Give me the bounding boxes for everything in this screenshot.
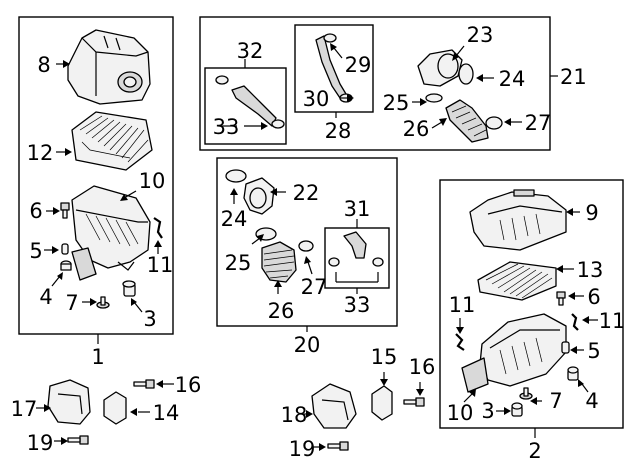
callout-6-right: 6: [587, 285, 600, 309]
callout-25-top: 25: [383, 91, 410, 115]
callout-7-right: 7: [549, 389, 562, 413]
group-label-28: 28: [325, 119, 352, 143]
air-filter-element-part: [71, 111, 153, 171]
clamp-part-27-top: [485, 116, 503, 130]
grommet-part-left: [61, 243, 69, 255]
clamp-part-24-mid: [225, 169, 247, 183]
bracket-part-17: [47, 379, 91, 425]
callout-16-mid: 16: [409, 355, 436, 379]
callout-19-mid: 19: [289, 437, 316, 461]
callout-10-right: 10: [447, 401, 474, 425]
air-cleaner-body-part: [71, 185, 151, 281]
bracket-part-15: [371, 385, 393, 421]
callout-16-left: 16: [175, 373, 202, 397]
callout-24-mid: 24: [221, 207, 248, 231]
bushing-part-right: [567, 366, 579, 381]
callout-19-left: 19: [27, 431, 54, 455]
air-filter-element-part-right: [477, 261, 557, 301]
clamp-part-24-top: [458, 63, 474, 85]
callout-24-top: 24: [499, 67, 526, 91]
callout-8: 8: [37, 53, 50, 77]
callout-7-left: 7: [65, 291, 78, 315]
callout-14: 14: [153, 401, 180, 425]
grommet-part-right: [561, 341, 570, 354]
bolt-part-16-mid: [403, 397, 425, 407]
callout-22: 22: [293, 181, 320, 205]
group-label-20: 20: [294, 333, 321, 357]
air-cleaner-cover-part: [67, 29, 151, 105]
callout-3-right: 3: [481, 399, 494, 423]
callout-4-left: 4: [39, 285, 52, 309]
callout-6-left: 6: [29, 199, 42, 223]
callout-13: 13: [577, 258, 604, 282]
clamp-part-27-mid: [298, 240, 314, 252]
group-label-1: 1: [91, 345, 104, 369]
pcv-hose-part-31: [328, 231, 384, 267]
group-label-2: 2: [528, 439, 541, 463]
bolt-part-16-left: [133, 379, 155, 389]
resonator-part-22: [243, 177, 275, 215]
bolt-part-19-left: [67, 435, 89, 445]
insulator-part-right: [511, 402, 523, 417]
pin-part-right: [519, 387, 533, 400]
callout-5-left: 5: [29, 239, 42, 263]
group-label-21: 21: [560, 65, 587, 89]
clamp-part-25-top: [425, 93, 443, 103]
callout-12: 12: [27, 141, 54, 165]
clip-part-right-b: [571, 313, 579, 331]
callout-23: 23: [467, 23, 494, 47]
air-cleaner-cover-part-right: [469, 189, 567, 251]
group-box-2: [439, 179, 624, 429]
group-label-33-mid: 33: [344, 293, 371, 317]
callout-9: 9: [585, 201, 598, 225]
resonator-part-23: [417, 49, 463, 87]
clip-part-left: [153, 217, 163, 239]
bolt-part-right: [556, 291, 566, 306]
air-cleaner-body-part-right: [461, 313, 567, 393]
group-label-31: 31: [344, 197, 371, 221]
group-box-28: [294, 24, 374, 113]
callout-5-right: 5: [587, 339, 600, 363]
callout-27-mid: 27: [301, 275, 328, 299]
callout-10-left: 10: [139, 169, 166, 193]
group-box-21: [199, 16, 551, 151]
callout-3-left: 3: [143, 307, 156, 331]
bolt-part-left: [60, 202, 70, 219]
callout-26-top: 26: [403, 117, 430, 141]
bolt-part-19-mid: [327, 441, 349, 451]
callout-27-top: 27: [525, 111, 552, 135]
bracket-part-18: [311, 383, 357, 429]
bushing-part-left: [60, 260, 72, 271]
callout-4-right: 4: [585, 389, 598, 413]
group-label-32: 32: [237, 39, 264, 63]
bracket-part-14: [103, 391, 127, 425]
callout-25-mid: 25: [225, 251, 252, 275]
group-box-1: [18, 16, 174, 335]
callout-26-mid: 26: [268, 299, 295, 323]
intake-duct-part-26-mid: [261, 241, 297, 283]
callout-29: 29: [345, 53, 372, 77]
callout-17: 17: [11, 397, 38, 421]
callout-15: 15: [371, 345, 398, 369]
pcv-hose-part-32: [215, 75, 285, 129]
callout-11-left: 11: [147, 253, 174, 277]
callout-18: 18: [281, 403, 308, 427]
callout-11-right-b: 11: [599, 309, 626, 333]
pin-part-left: [96, 296, 110, 309]
clip-part-right-a: [455, 333, 465, 351]
group-label-33-top: 33: [213, 115, 240, 139]
insulator-part-left: [122, 280, 136, 297]
intake-duct-part-26-top: [445, 99, 489, 143]
callout-11-right-a: 11: [449, 293, 476, 317]
callout-30: 30: [303, 87, 330, 111]
